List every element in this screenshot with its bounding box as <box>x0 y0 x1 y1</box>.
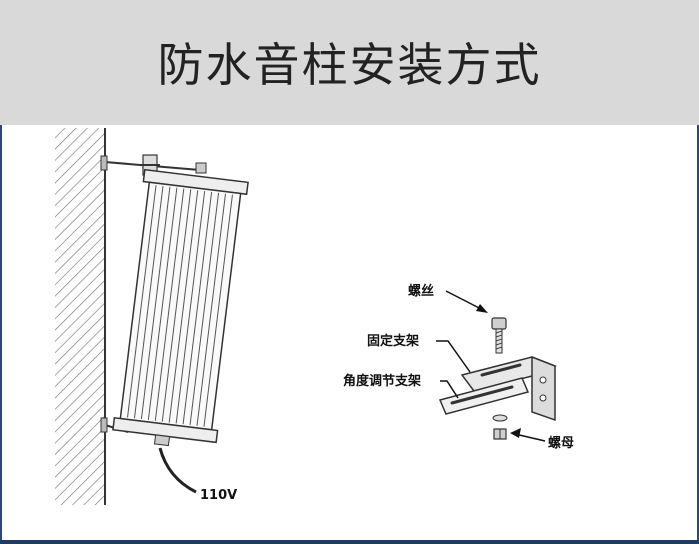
nut-icon <box>492 414 508 440</box>
angle-bracket-leader <box>440 380 459 399</box>
power-cable <box>158 447 197 494</box>
nut-arrow <box>514 433 546 442</box>
nut-label: 螺母 <box>548 435 574 451</box>
column-speaker <box>112 168 249 447</box>
nut-arrowhead <box>510 428 521 438</box>
screw-icon <box>491 317 507 354</box>
frame-right-border <box>697 125 699 544</box>
title-banner: 防水音柱安装方式 <box>0 0 699 125</box>
fixed-bracket-leader <box>436 340 471 373</box>
fixed-bracket-icon <box>460 355 557 422</box>
frame-left-border <box>0 125 2 544</box>
wall <box>55 128 106 505</box>
angle-bracket-icon <box>438 377 530 415</box>
installation-diagram: 110V <box>55 128 574 505</box>
angle-bracket-label: 角度调节支架 <box>343 373 421 389</box>
screw-arrowhead <box>476 304 488 313</box>
voltage-label: 110V <box>200 488 237 503</box>
screw-arrow <box>445 290 484 311</box>
bracket-assembly <box>438 317 557 440</box>
fixed-bracket-label: 固定支架 <box>367 333 419 349</box>
frame-bottom-border <box>0 540 699 544</box>
page-title: 防水音柱安装方式 <box>157 38 542 92</box>
screw-label: 螺丝 <box>408 283 434 299</box>
